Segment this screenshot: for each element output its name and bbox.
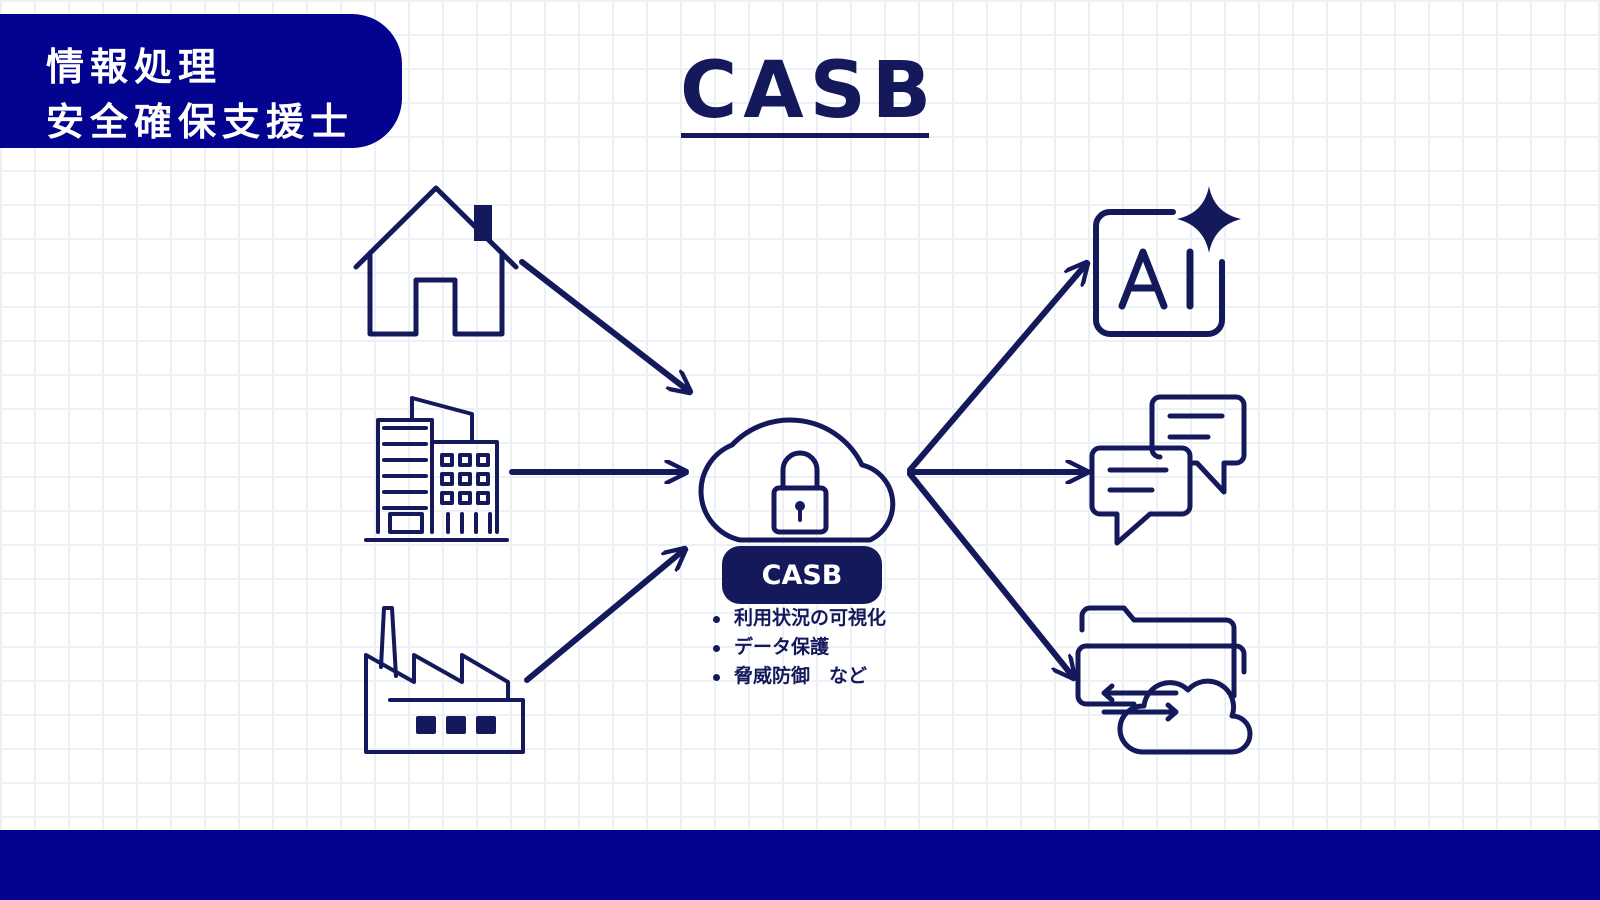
cloud-storage-icon (1075, 605, 1253, 755)
page-title: CASB (680, 46, 938, 136)
title-underline (681, 133, 929, 138)
footer-bar (0, 830, 1600, 900)
inbound-arrows (509, 259, 690, 683)
cloud-lock-icon (698, 417, 896, 543)
feature-item: 利用状況の可視化 (706, 604, 886, 633)
casb-feature-list: 利用状況の可視化 データ保護 脅威防御 など (706, 604, 886, 691)
home-icon (353, 185, 519, 337)
office-building-icon (364, 396, 509, 542)
badge-line-1: 情報処理 (46, 45, 223, 89)
badge-line-2: 安全確保支援士 (46, 100, 355, 144)
ai-service-icon (1093, 186, 1241, 337)
chat-service-icon (1089, 394, 1247, 546)
outbound-arrows (907, 263, 1087, 678)
header-badge: 情報処理 安全確保支援士 (0, 14, 402, 148)
feature-item: 脅威防御 など (706, 662, 886, 691)
casb-hub-label: CASB (722, 546, 882, 604)
factory-icon (364, 606, 525, 754)
feature-item: データ保護 (706, 633, 886, 662)
